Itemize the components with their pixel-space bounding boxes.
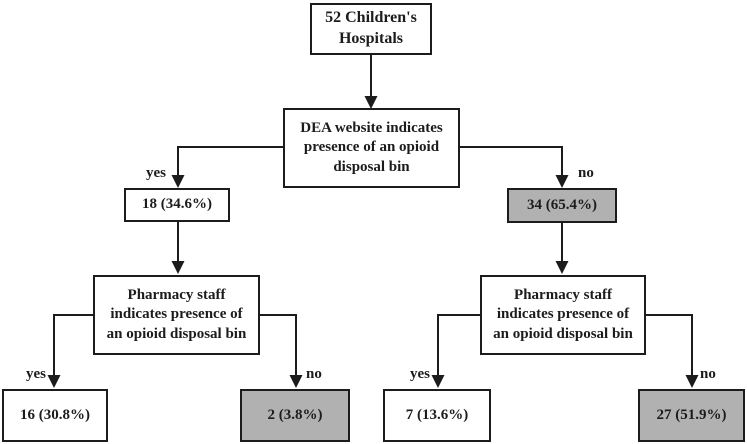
edge-deayes-to-pharmacy-left bbox=[171, 222, 185, 274]
edge-label-right-no: no bbox=[700, 366, 716, 382]
node-right-no-count: 27 (51.9%) bbox=[638, 389, 745, 442]
node-right-yes-count: 7 (13.6%) bbox=[383, 389, 491, 442]
edge-label-left-no: no bbox=[306, 366, 322, 382]
edge-pharmacy-left-yes bbox=[47, 314, 93, 388]
node-left-no-count: 2 (3.8%) bbox=[240, 389, 350, 442]
arrowhead-down-icon bbox=[431, 375, 445, 388]
edge-dea-yes bbox=[171, 146, 283, 188]
arrowhead-down-icon bbox=[685, 375, 699, 388]
arrowhead-down-icon bbox=[171, 175, 185, 188]
edge-label-dea-yes: yes bbox=[146, 165, 166, 181]
edge-label-left-yes: yes bbox=[26, 366, 46, 382]
edge-label-dea-no: no bbox=[578, 165, 594, 181]
node-dea-question: DEA website indicates presence of an opi… bbox=[283, 108, 460, 188]
arrowhead-down-icon bbox=[555, 175, 569, 188]
arrowhead-down-icon bbox=[289, 375, 303, 388]
node-dea-yes-count: 18 (34.6%) bbox=[124, 188, 230, 222]
edge-pharmacy-right-yes bbox=[431, 314, 480, 388]
node-pharmacy-right-question: Pharmacy staff indicates presence of an … bbox=[480, 275, 646, 355]
arrowhead-down-icon bbox=[555, 261, 569, 274]
arrowhead-down-icon bbox=[171, 261, 185, 274]
node-dea-no-count: 34 (65.4%) bbox=[507, 188, 617, 223]
edge-pharmacy-right-no bbox=[646, 314, 699, 388]
node-left-yes-count: 16 (30.8%) bbox=[2, 389, 108, 442]
edge-pharmacy-left-no bbox=[260, 314, 303, 388]
edge-label-right-yes: yes bbox=[410, 366, 430, 382]
arrowhead-down-icon bbox=[364, 96, 378, 109]
node-root-hospitals: 52 Children's Hospitals bbox=[310, 3, 432, 55]
node-pharmacy-left-question: Pharmacy staff indicates presence of an … bbox=[93, 275, 260, 355]
edge-root-to-dea bbox=[364, 55, 378, 109]
arrowhead-down-icon bbox=[47, 375, 61, 388]
edge-deano-to-pharmacy-right bbox=[555, 223, 569, 274]
edge-dea-no bbox=[460, 146, 569, 188]
